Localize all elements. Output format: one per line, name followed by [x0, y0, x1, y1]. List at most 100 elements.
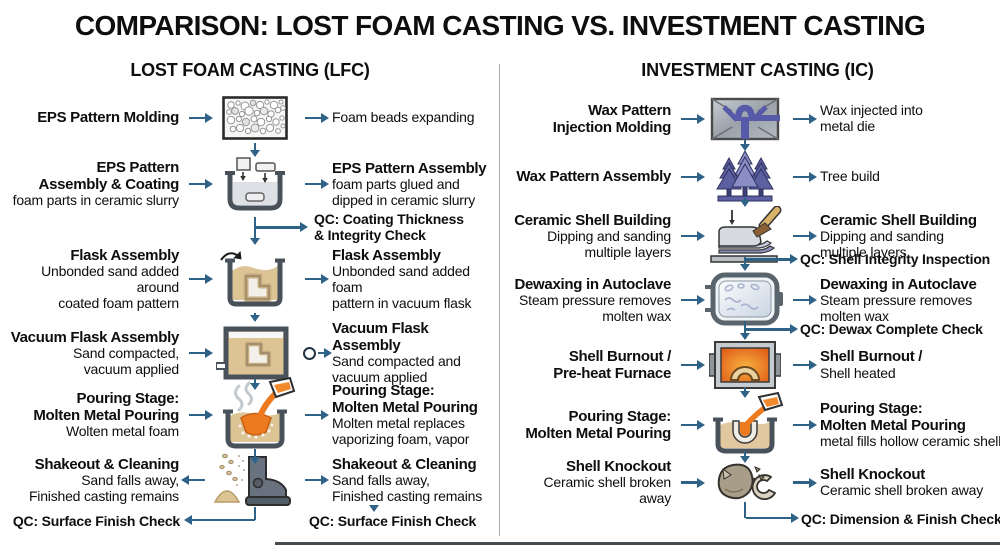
stage-label: Pouring Stage: Molten Metal Pouring Wolt…: [33, 389, 179, 440]
arrow-right-icon: [681, 234, 697, 238]
stage-description: Tree build: [820, 168, 880, 185]
arrow-right-icon: [793, 298, 809, 302]
stage-label: Wax Pattern Injection Molding: [552, 101, 672, 136]
stage-row-vacuum-flask: Vacuum Flask Assembly Sand compacted, va…: [0, 320, 490, 385]
page-title: COMPARISON: LOST FOAM CASTING VS. INVEST…: [74, 10, 926, 41]
arrow-right-icon: [793, 423, 809, 427]
stage-row-shakeout: Shakeout & Cleaning Sand falls away, Fin…: [0, 452, 490, 508]
arrow-right-icon: [305, 182, 321, 186]
stage-row-pouring-ic: Pouring Stage: Molten Metal Pouring Pour…: [510, 392, 1000, 458]
autoclave-icon: [705, 272, 783, 326]
stage-row-shell-building: Ceramic Shell Building Dipping and sandi…: [510, 206, 1000, 263]
stage-row-pouring-lfc: Pouring Stage: Molten Metal Pouring Wolt…: [0, 376, 490, 454]
dipping-tank-icon: [225, 157, 285, 211]
arrow-right-icon: [305, 478, 321, 482]
molten-pouring-icon: [223, 376, 296, 449]
qc-dewax-label: QC: Dewax Complete Check: [800, 321, 983, 337]
vacuum-gauge-icon: [302, 346, 316, 360]
qc-branch-arrowhead: [791, 513, 799, 523]
stage-row-flask-assembly: Flask Assembly Unbonded sand added aroun…: [0, 246, 490, 312]
flow-arrow-down: [743, 257, 747, 264]
arrow-right-icon: [189, 182, 205, 186]
arrow-right-icon: [681, 175, 697, 179]
arrow-right-icon: [189, 351, 205, 355]
shell-knockout-icon: [717, 463, 777, 500]
wax-tree-icon: [716, 150, 774, 202]
stage-label: Dewaxing in Autoclave Steam pressure rem…: [514, 275, 671, 324]
arrow-right-icon: [681, 363, 697, 367]
arrow-left-icon: [189, 478, 205, 482]
arrow-right-icon: [189, 116, 205, 120]
arrow-right-icon: [189, 277, 205, 281]
arrow-right-icon: [793, 117, 809, 121]
burnout-furnace-icon: [709, 341, 781, 389]
arrow-right-icon: [681, 423, 697, 427]
flow-arrow-down: [743, 387, 747, 391]
qc-surface-left-label: QC: Surface Finish Check: [12, 513, 180, 529]
flow-arrow-down: [253, 449, 257, 457]
qc-branch-arrowhead: [790, 254, 798, 265]
qc-elbow-line: [253, 507, 257, 520]
stage-label: Wax Pattern Assembly: [516, 168, 671, 186]
right-column-header: INVESTMENT CASTING (IC): [641, 60, 874, 80]
stage-description: Flask Assembly Unbonded sand added foam …: [332, 246, 472, 311]
stage-label: Shakeout & Cleaning Sand falls away, Fin…: [28, 455, 179, 504]
arrow-right-icon: [317, 351, 324, 355]
stage-description: Pouring Stage: Molten Metal Pouring meta…: [820, 399, 1000, 450]
stage-description: Shakeout & Cleaning Sand falls away, Fin…: [332, 455, 483, 504]
stage-row-eps-assembly-coating: EPS Pattern Assembly & Coating foam part…: [0, 152, 490, 216]
qc-branch-arrowhead: [790, 324, 798, 335]
foam-beads-icon: [222, 96, 288, 140]
stage-label: EPS Pattern Molding: [37, 109, 179, 127]
stage-label: Pouring Stage: Molten Metal Pouring: [525, 407, 671, 442]
stage-label: EPS Pattern Assembly & Coating foam part…: [12, 158, 180, 209]
qc-elbow-line: [746, 516, 791, 520]
qc-branch-line: [746, 328, 790, 331]
flow-arrow-down: [743, 451, 747, 456]
stage-row-burnout: Shell Burnout / Pre-heat Furnace Shell B…: [510, 340, 1000, 389]
arrow-right-icon: [793, 175, 809, 179]
stage-label: Shell Knockout Ceramic shell broken away: [543, 458, 672, 507]
stage-row-wax-tree: Wax Pattern Assembly Tree build: [510, 150, 1000, 204]
qc-elbow-line: [192, 518, 255, 522]
flow-arrow-down: [743, 321, 747, 333]
qc-elbow-line: [743, 502, 747, 518]
vacuum-flask-icon: [216, 326, 289, 380]
stage-label: Ceramic Shell Building Dipping and sandi…: [514, 211, 671, 260]
arrow-right-icon: [305, 116, 321, 120]
arrow-right-icon: [189, 413, 205, 417]
arrow-right-icon: [305, 413, 321, 417]
arrow-right-icon: [793, 234, 809, 238]
stage-row-shell-knockout: Shell Knockout Ceramic shell broken away…: [510, 458, 1000, 507]
stage-description: Pouring Stage: Molten Metal Pouring Molt…: [332, 381, 478, 448]
stage-description: Shell Knockout Ceramic shell broken away: [820, 465, 984, 499]
flow-arrow-down: [253, 379, 257, 383]
stage-row-wax-injection: Wax Pattern Injection Molding Wax inject…: [510, 94, 1000, 144]
left-column-header: LOST FOAM CASTING (LFC): [130, 60, 370, 80]
stage-description: Vacuum Flask Assembly Sand compacted and…: [332, 320, 461, 386]
qc-branch-arrowhead: [300, 222, 308, 233]
stage-label: Shell Burnout / Pre-heat Furnace: [553, 347, 671, 382]
molten-pouring-shell-icon: [713, 392, 784, 454]
arrow-right-icon: [305, 277, 321, 281]
flow-arrow-down: [253, 217, 257, 238]
qc-surface-right-label: QC: Surface Finish Check: [309, 513, 477, 529]
qc-coating-label: QC: Coating Thickness & Integrity Check: [314, 211, 464, 244]
arrow-right-icon: [681, 298, 697, 302]
stage-description: Shell Burnout / Shell heated: [820, 348, 923, 381]
qc-branch-arrowhead: [184, 515, 192, 525]
shakeout-boot-icon: [213, 453, 291, 506]
stage-description: Ceramic Shell Building Dipping and sandi…: [820, 211, 977, 260]
stage-description: Foam beads expanding: [332, 109, 475, 126]
stage-label: Flask Assembly Unbonded sand added aroun…: [41, 246, 179, 311]
arrow-right-icon: [681, 481, 697, 484]
stage-label: Vacuum Flask Assembly Sand compacted, va…: [10, 328, 180, 377]
stage-description: EPS Pattern Assembly foam parts glued an…: [332, 159, 487, 208]
qc-shell-integrity-label: QC: Shell Integrity Inspection: [800, 251, 991, 267]
column-divider: [498, 64, 501, 536]
qc-dimension-label: QC: Dimension & Finish Check: [801, 511, 1000, 527]
flow-arrow-down: [253, 313, 257, 315]
flow-arrow-down: [743, 198, 747, 200]
arrow-right-icon: [793, 481, 809, 484]
